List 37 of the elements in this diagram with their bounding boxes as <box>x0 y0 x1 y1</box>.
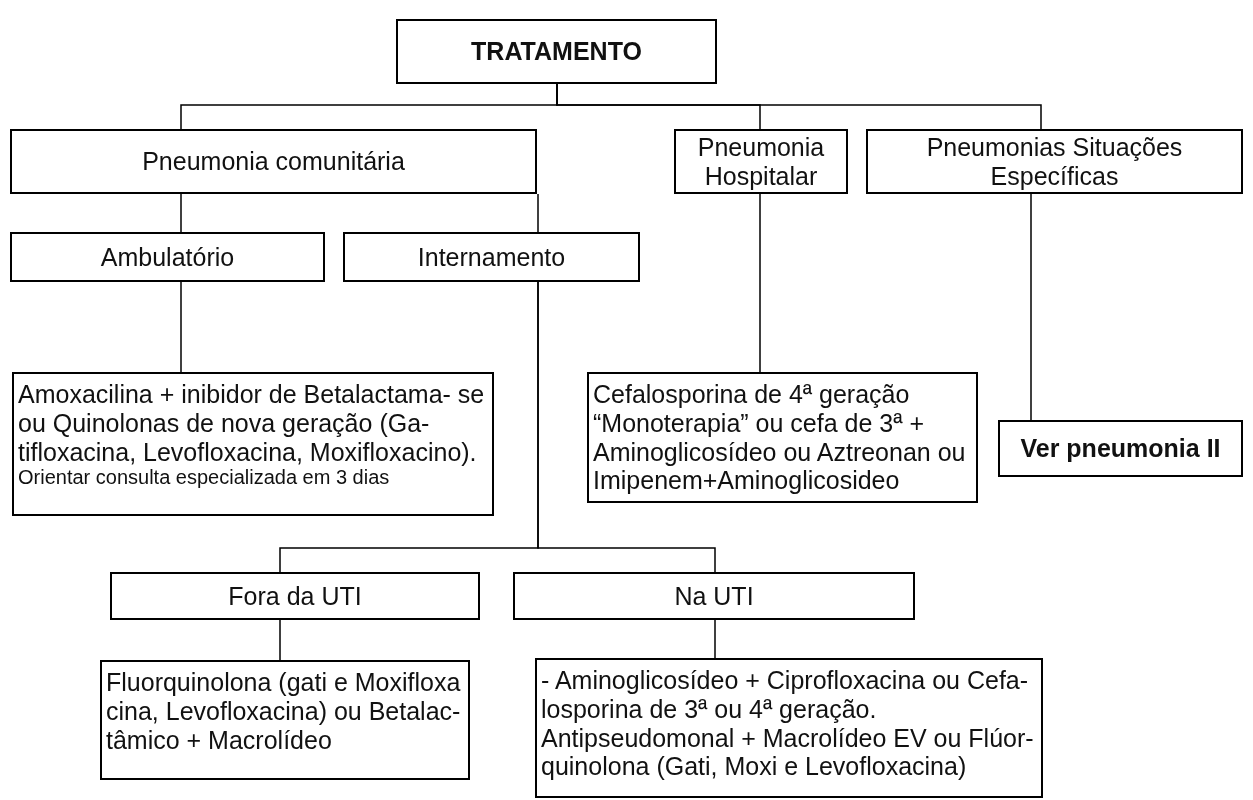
connector-line <box>714 619 716 659</box>
treatment-box <box>100 660 470 780</box>
connector-line <box>180 281 182 373</box>
connector-line <box>759 193 761 373</box>
treatment-text: Fluorquinolona (gati e Moxifloxa cina, Levofloxacina) ou Betalac- tâmico + Macrolídeo <box>106 668 462 755</box>
category-box <box>10 129 537 194</box>
treatment-text: Amoxacilina + inibidor de Betalactama- se ou Quinolonas de nova geração (Ga- tifloxacina, Levofloxacina, Moxifloxacino). <box>18 380 486 467</box>
category-label: TRATAMENTO <box>471 37 642 66</box>
connector-line <box>537 193 539 233</box>
treatment-box <box>12 372 494 516</box>
category-label: Ambulatório <box>100 242 235 272</box>
category-label: Pneumonias Situações Específicas <box>925 132 1184 191</box>
treatment-text: Cefalosporina de 4ª geração “Monoterapia” ou cefa de 3ª + Aminoglicosídeo ou Aztreonan ou Imipenem+Aminoglicosideo <box>593 380 967 495</box>
category-label: Fora da UTI <box>228 581 362 611</box>
category-box <box>513 572 915 620</box>
connector-line <box>537 281 716 573</box>
connector-line <box>556 83 1042 130</box>
category-label: Internamento <box>417 242 566 272</box>
treatment-box <box>535 658 1043 798</box>
connector-line <box>279 619 281 661</box>
category-box <box>674 129 848 194</box>
category-label: Na UTI <box>674 581 754 611</box>
category-label: Pneumonia Hospitalar <box>696 132 826 191</box>
connector-line <box>180 193 182 233</box>
category-box <box>866 129 1243 194</box>
category-box <box>10 232 325 282</box>
category-box <box>396 19 717 84</box>
category-label: Pneumonia comunitária <box>142 147 405 176</box>
treatment-box <box>587 372 978 503</box>
treatment-text: Antipseudomonal + Macrolídeo EV ou Flúor- quinolona (Gati, Moxi e Levofloxacina) <box>541 723 1035 781</box>
category-box <box>110 572 480 620</box>
connector-line <box>1030 193 1032 421</box>
treatment-text: Orientar consulta especializada em 3 dias <box>18 466 390 490</box>
category-label: Ver pneumonia II <box>1020 434 1221 463</box>
category-box <box>343 232 640 282</box>
category-box <box>998 420 1243 477</box>
treatment-text: - Aminoglicosídeo + Ciprofloxacina ou Cefa- losporina de 3ª ou 4ª geração. <box>541 666 1030 724</box>
